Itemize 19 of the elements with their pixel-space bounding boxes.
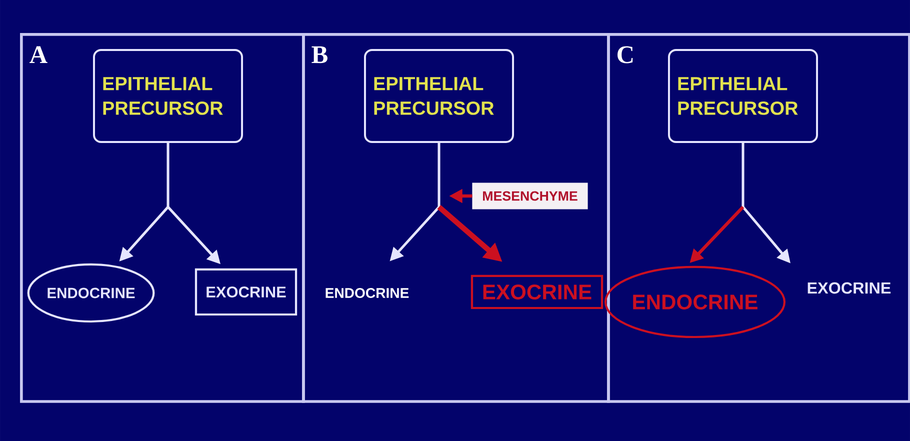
panel-letter: C	[618, 46, 633, 64]
panel-letter: B	[312, 46, 328, 64]
connector-line	[166, 143, 170, 207]
node-label: ENDOCRINE	[326, 288, 409, 298]
label-box: MESENCHYME	[472, 182, 588, 210]
oval-node: ENDOCRINE	[604, 266, 786, 338]
panel	[302, 33, 610, 403]
connector-line	[742, 143, 744, 207]
oval-node: ENDOCRINE	[27, 263, 155, 323]
connector-line	[438, 143, 440, 207]
process-box: EPITHELIAL PRECURSOR	[668, 49, 818, 143]
process-box: EXOCRINE	[470, 274, 604, 310]
process-box: EPITHELIAL PRECURSOR	[93, 49, 244, 143]
panel	[20, 33, 305, 403]
panel-letter: A	[30, 46, 48, 63]
node-label: EXOCRINE	[808, 282, 891, 294]
panel	[607, 33, 910, 403]
process-box: EXOCRINE	[194, 268, 298, 316]
process-box: EPITHELIAL PRECURSOR	[364, 49, 514, 143]
